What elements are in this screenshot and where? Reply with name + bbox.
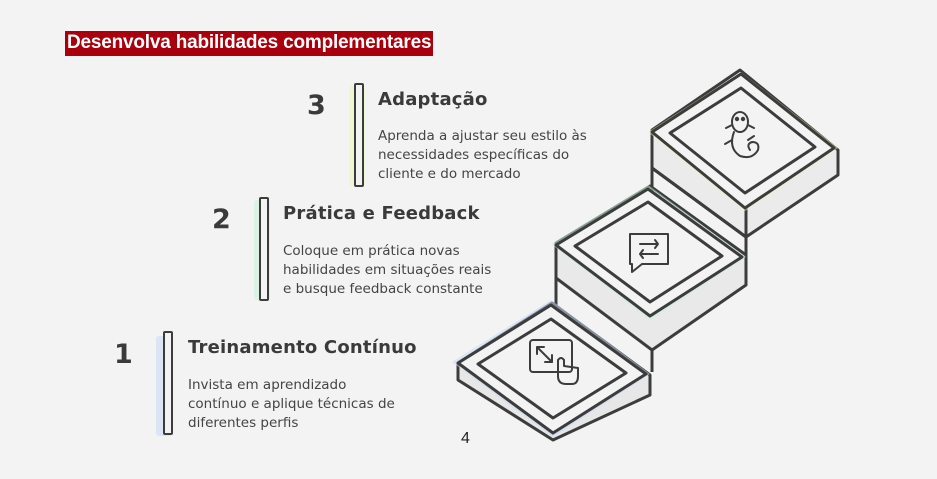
chameleon-icon (724, 111, 760, 159)
step-bar (163, 331, 173, 435)
resize-touch-icon (529, 339, 579, 385)
step-description: Invista em aprendizado contínuo e apliqu… (188, 376, 395, 433)
step-number: 2 (212, 204, 231, 235)
step-description-line: Invista em aprendizado (188, 377, 347, 393)
slide-title: Desenvolva habilidades complementares (65, 31, 434, 56)
step-bar (354, 83, 364, 187)
staircase-illustration (452, 68, 840, 442)
page-number: 4 (461, 430, 470, 447)
step-heading: Adaptação (378, 89, 488, 110)
step-description-line: e busque feedback constante (283, 281, 483, 297)
step-bar (259, 197, 269, 301)
step-heading: Prática e Feedback (283, 203, 480, 224)
step-description-line: necessidades específicas do (378, 147, 570, 163)
chat-refresh-icon (629, 233, 669, 273)
step-description-line: Coloque em prática novas (283, 243, 460, 259)
step-description-line: Aprenda a ajustar seu estilo às (378, 128, 587, 144)
step-heading: Treinamento Contínuo (188, 337, 417, 358)
step-description-line: cliente e do mercado (378, 166, 521, 182)
step-description-line: habilidades em situações reais (283, 262, 492, 278)
step-description: Coloque em prática novas habilidades em … (283, 242, 491, 299)
step-description-line: contínuo e aplique técnicas de (188, 396, 395, 412)
step-number: 1 (114, 339, 133, 370)
step-description-line: diferentes perfis (188, 415, 299, 431)
step-description: Aprenda a ajustar seu estilo às necessid… (378, 127, 587, 184)
step-number: 3 (307, 90, 326, 121)
